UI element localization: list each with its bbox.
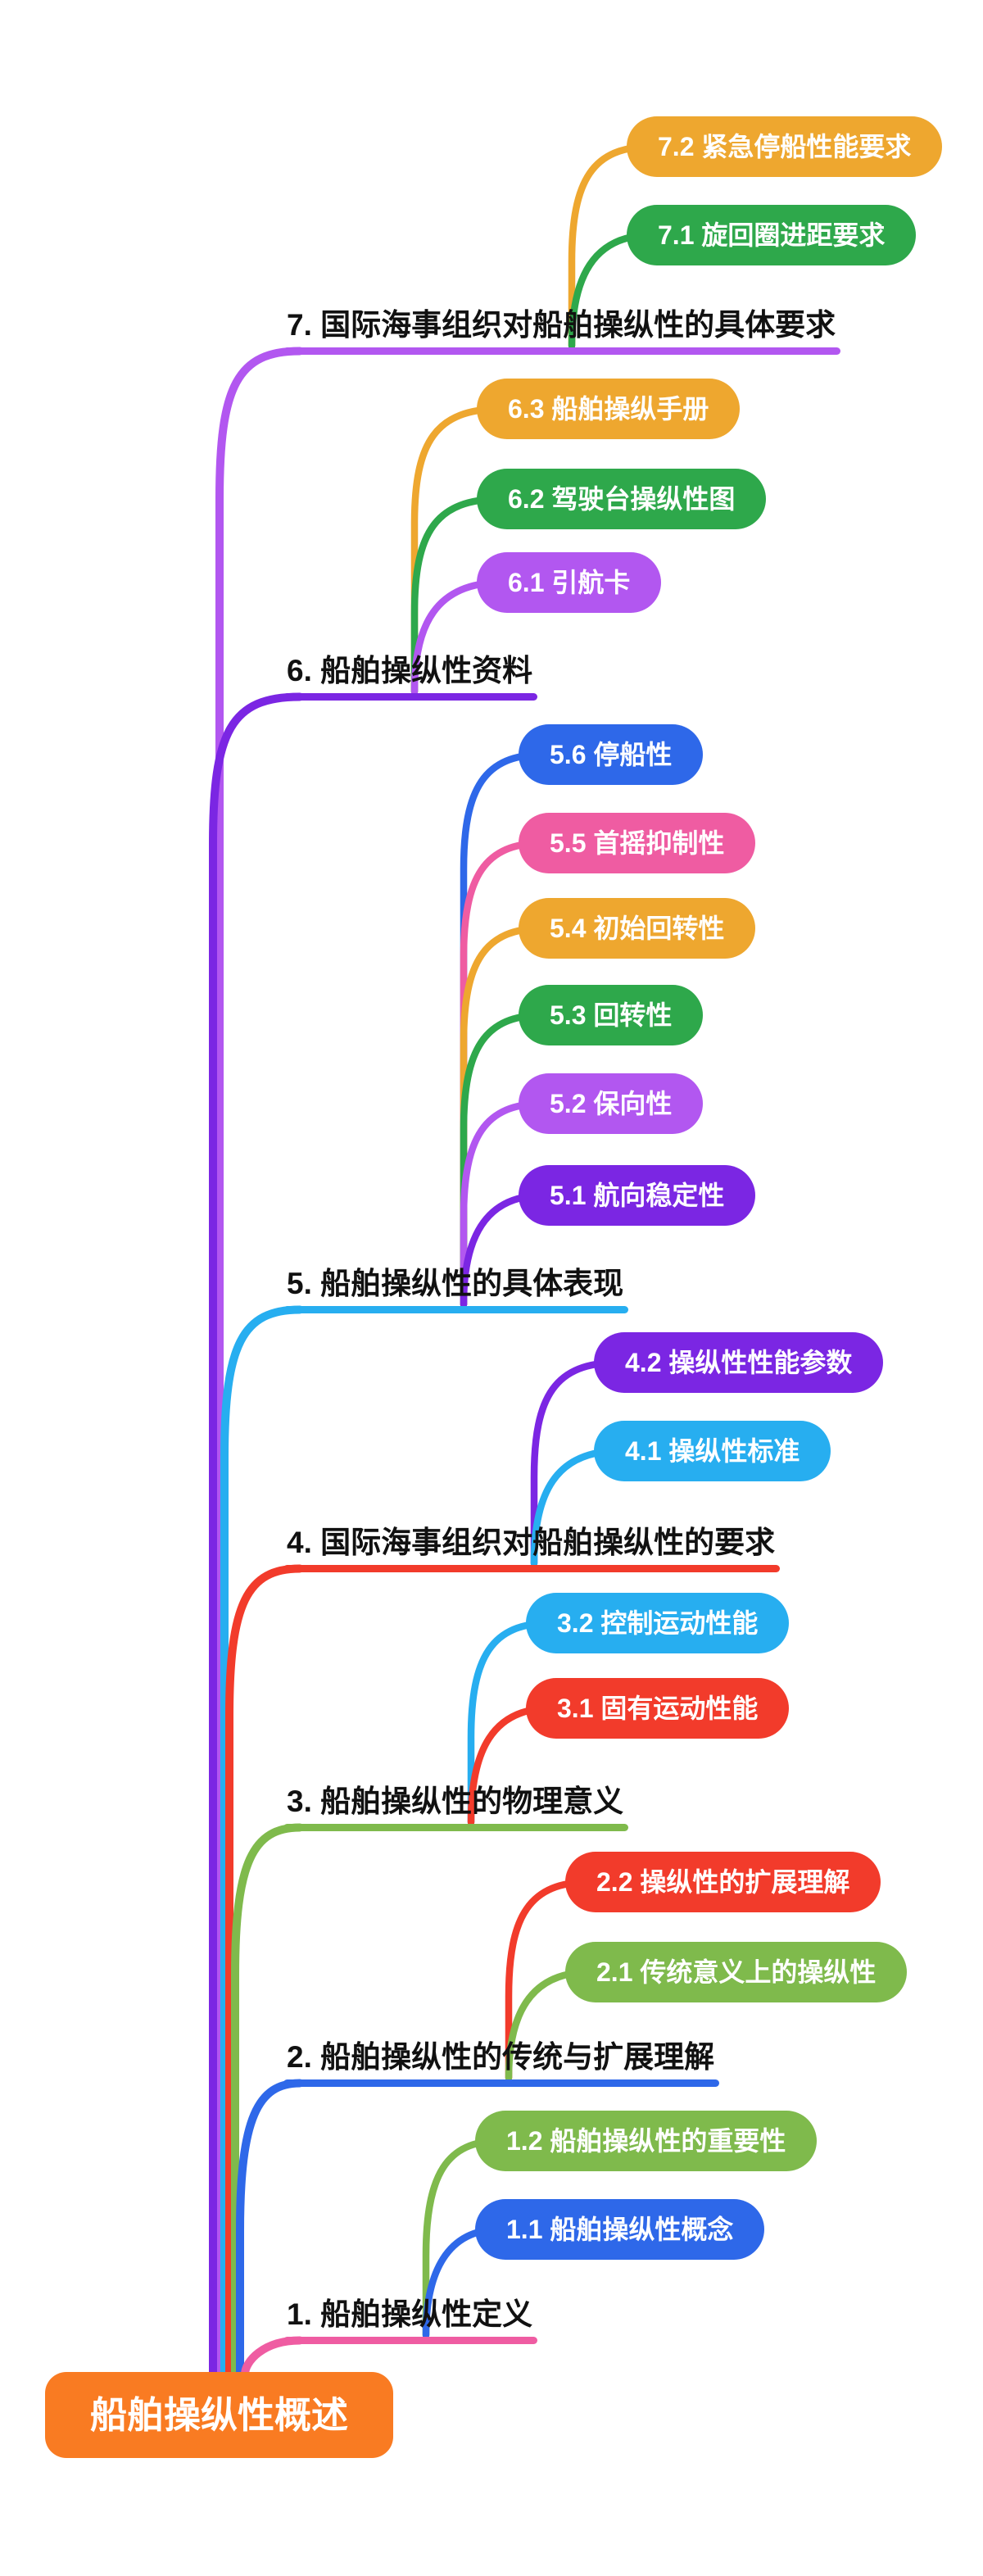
section-label-text-1: 1. 船舶操纵性定义: [287, 2297, 533, 2331]
section-underline-4: [283, 1565, 781, 1572]
child-node-6-3[interactable]: 6.3 船舶操纵手册: [477, 379, 741, 439]
section-label-5[interactable]: 5. 船舶操纵性的具体表现: [283, 1265, 629, 1313]
section-label-text-4: 4. 国际海事组织对船舶操纵性的要求: [287, 1526, 776, 1559]
branch-line-5: [220, 1305, 304, 2379]
child-node-3-1[interactable]: 3.1 固有运动性能: [526, 1678, 790, 1739]
section-label-text-6: 6. 船舶操纵性资料: [287, 654, 533, 687]
child-node-2-1[interactable]: 2.1 传统意义上的操纵性: [565, 1942, 908, 2002]
section-label-text-3: 3. 船舶操纵性的物理意义: [287, 1785, 624, 1818]
section-underline-2: [283, 2079, 720, 2087]
section-underline-1: [283, 2337, 538, 2344]
child-node-2-2[interactable]: 2.2 操纵性的扩展理解: [565, 1852, 881, 1912]
section-underline-5: [283, 1306, 629, 1313]
child-node-5-4[interactable]: 5.4 初始回转性: [519, 898, 756, 959]
section-label-text-2: 2. 船舶操纵性的传统与扩展理解: [287, 2040, 715, 2074]
child-node-7-2[interactable]: 7.2 紧急停船性能要求: [627, 116, 943, 177]
child-node-1-2[interactable]: 1.2 船舶操纵性的重要性: [475, 2111, 818, 2171]
section-label-text-7: 7. 国际海事组织对船舶操纵性的具体要求: [287, 308, 836, 342]
branch-line-1: [241, 2336, 304, 2379]
child-node-4-2[interactable]: 4.2 操纵性性能参数: [594, 1332, 884, 1393]
branch-line-3: [231, 1823, 304, 2379]
section-underline-3: [283, 1824, 629, 1831]
section-underline-7: [283, 347, 841, 355]
root-node[interactable]: 船舶操纵性概述: [45, 2372, 393, 2458]
child-node-6-1[interactable]: 6.1 引航卡: [477, 552, 662, 613]
section-label-6[interactable]: 6. 船舶操纵性资料: [283, 652, 538, 701]
child-node-5-5[interactable]: 5.5 首摇抑制性: [519, 813, 756, 873]
section-label-2[interactable]: 2. 船舶操纵性的传统与扩展理解: [283, 2039, 720, 2087]
branch-line-6: [209, 692, 304, 2379]
child-node-5-1[interactable]: 5.1 航向稳定性: [519, 1165, 756, 1226]
child-node-4-1[interactable]: 4.1 操纵性标准: [594, 1421, 831, 1481]
section-label-1[interactable]: 1. 船舶操纵性定义: [283, 2296, 538, 2344]
section-underline-6: [283, 693, 538, 701]
branch-line-4: [225, 1564, 304, 2379]
child-node-6-2[interactable]: 6.2 驾驶台操纵性图: [477, 469, 767, 529]
section-label-3[interactable]: 3. 船舶操纵性的物理意义: [283, 1783, 629, 1831]
child-node-3-2[interactable]: 3.2 控制运动性能: [526, 1593, 790, 1653]
child-node-7-1[interactable]: 7.1 旋回圈进距要求: [627, 205, 917, 265]
section-label-text-5: 5. 船舶操纵性的具体表现: [287, 1267, 624, 1300]
child-node-5-2[interactable]: 5.2 保向性: [519, 1073, 704, 1134]
child-branch-5-3: [460, 1011, 547, 1308]
child-node-5-6[interactable]: 5.6 停船性: [519, 724, 704, 785]
child-branch-6-3: [410, 405, 505, 696]
child-node-5-3[interactable]: 5.3 回转性: [519, 985, 704, 1045]
section-label-7[interactable]: 7. 国际海事组织对船舶操纵性的具体要求: [283, 306, 841, 355]
section-label-4[interactable]: 4. 国际海事组织对船舶操纵性的要求: [283, 1524, 781, 1572]
child-node-1-1[interactable]: 1.1 船舶操纵性概念: [475, 2199, 765, 2260]
branch-line-7: [215, 347, 304, 2379]
